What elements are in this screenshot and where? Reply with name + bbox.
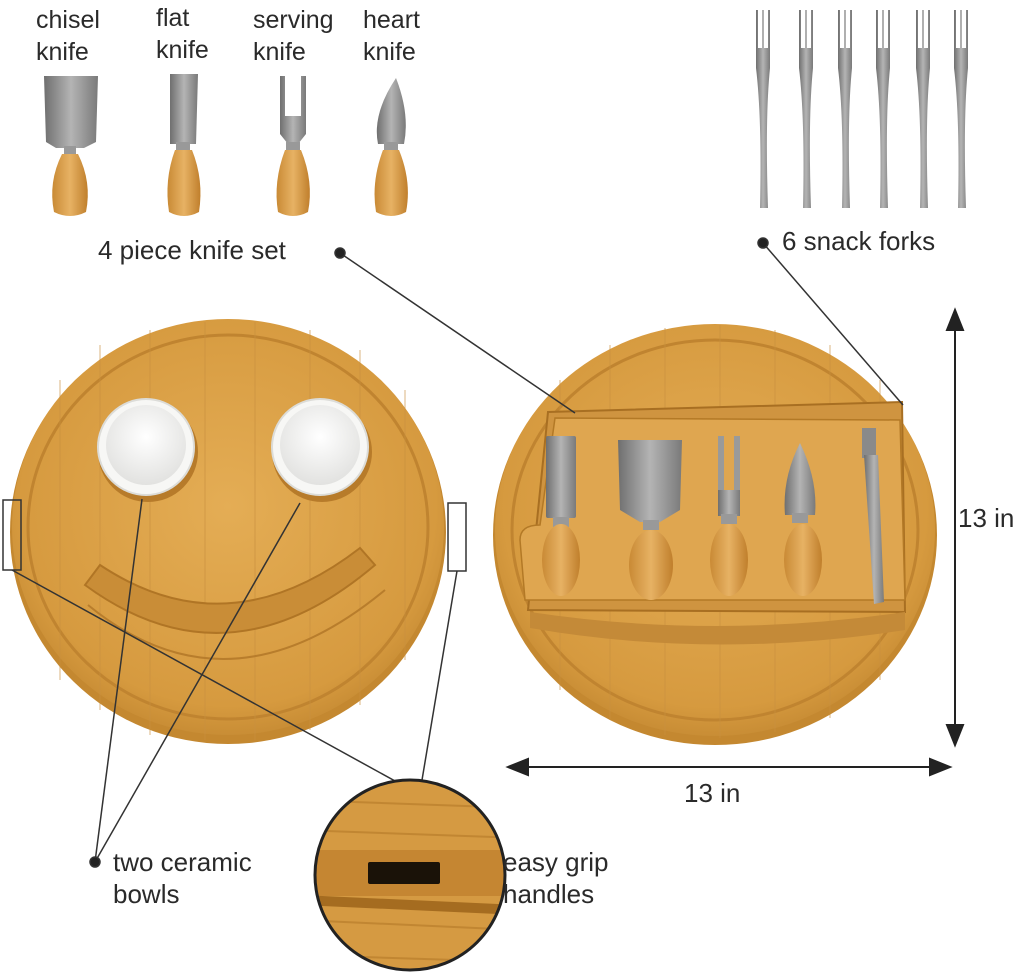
snack-fork-icon [916, 10, 930, 208]
bowl-leader-2 [94, 502, 301, 863]
snack-fork-icon [799, 10, 813, 208]
ceramic-bowl-right [271, 398, 372, 502]
height-dimension-label: 13 in [958, 503, 1015, 533]
right-handle-slot [447, 502, 467, 572]
chisel-knife-icon [44, 76, 98, 216]
ceramic-bowl-left [97, 398, 198, 502]
knife-set-leader [339, 252, 576, 414]
bowl-leader-1 [94, 498, 143, 863]
serving-fork-icon [276, 76, 310, 216]
snack-fork-icon [838, 10, 852, 208]
flat-knife-icon [167, 74, 201, 216]
handle-leader-right [419, 570, 458, 793]
heart-knife-icon [374, 78, 408, 216]
left-board [2, 319, 467, 744]
tray-serving-fork [710, 436, 748, 596]
snack-fork-icon [876, 10, 890, 208]
tray-snack-fork [862, 428, 884, 604]
tray-heart-knife [784, 443, 822, 596]
tray-flat-knife [618, 440, 682, 600]
knife-set-label: 4 piece knife set [98, 235, 286, 265]
width-dimension-label: 13 in [684, 778, 741, 808]
height-arrow [945, 307, 965, 748]
forks-leader [762, 242, 904, 406]
snack-fork-icon [954, 10, 968, 208]
handle-zoom-detail [313, 778, 507, 972]
tray-chisel-knife [542, 436, 580, 596]
handle-leader-left [11, 569, 416, 793]
snack-forks-label: 6 snack forks [782, 226, 936, 256]
width-arrow [505, 757, 953, 777]
snack-fork-icon [756, 10, 770, 208]
